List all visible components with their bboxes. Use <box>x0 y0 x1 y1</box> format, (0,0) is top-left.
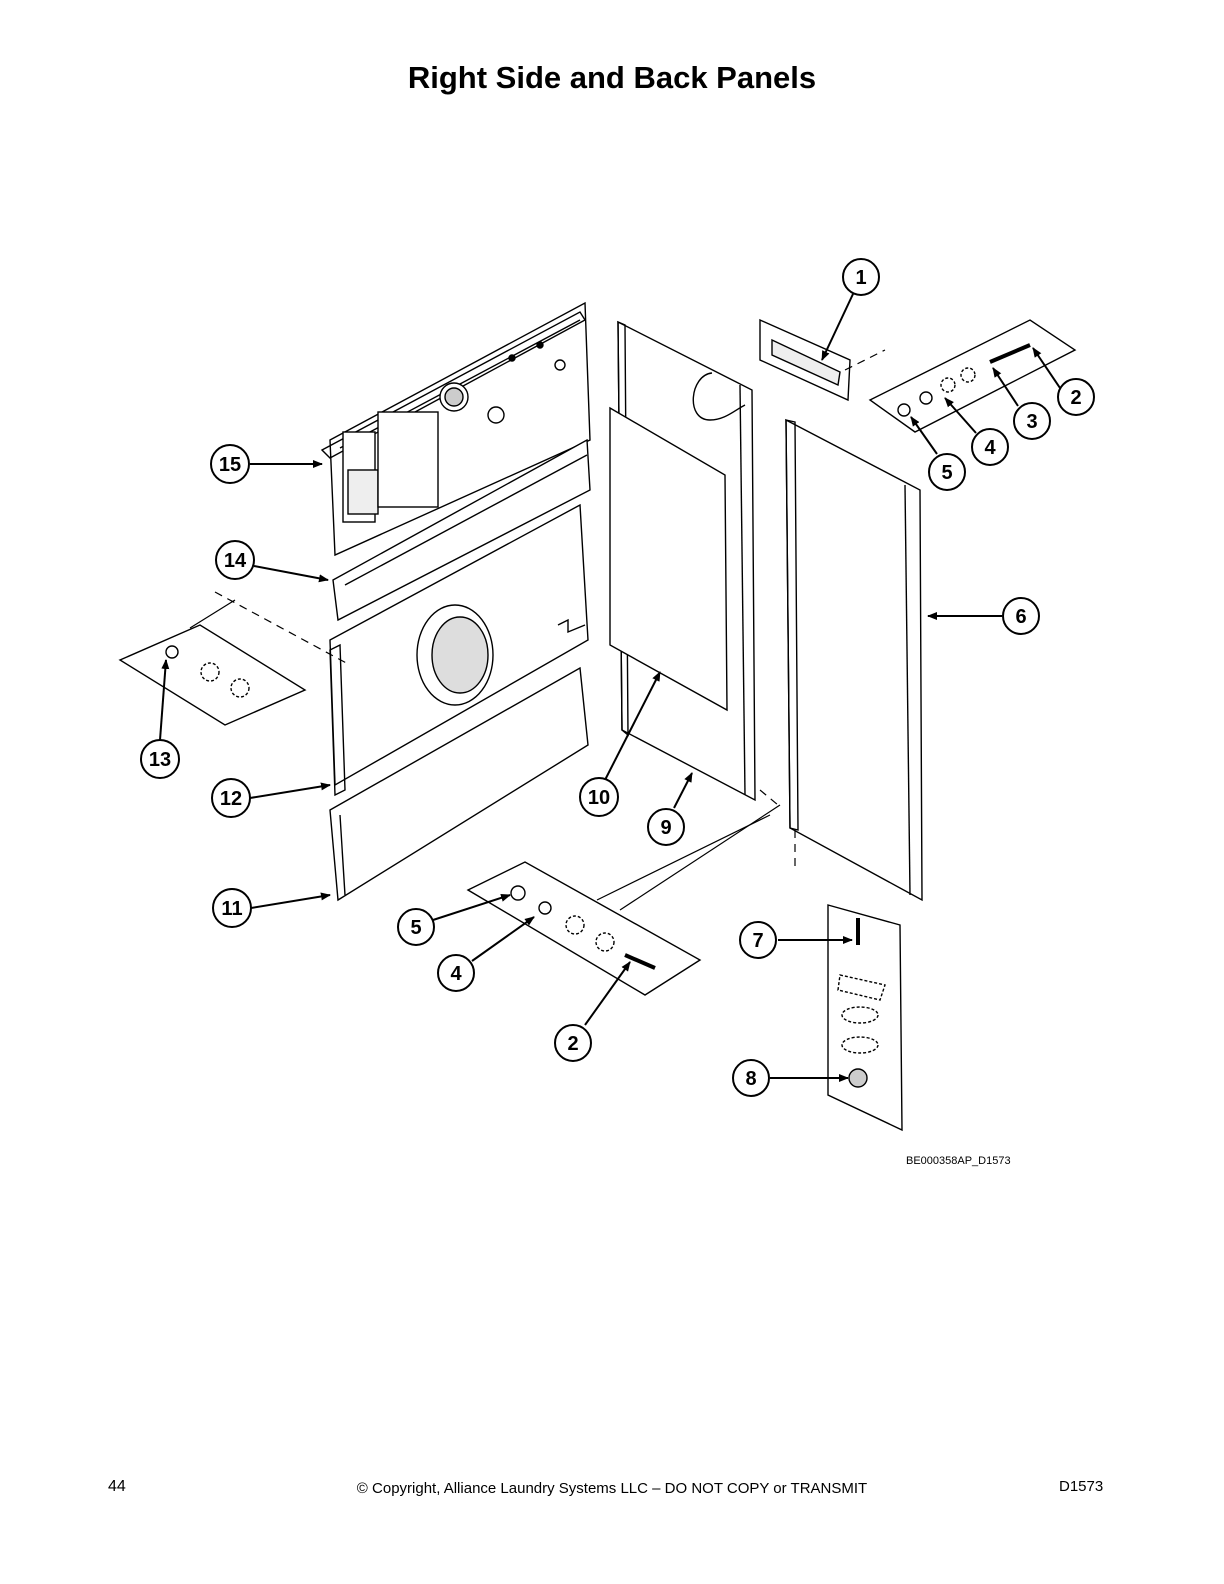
copyright-notice: © Copyright, Alliance Laundry Systems LL… <box>356 1480 868 1497</box>
label-1 <box>759 318 851 402</box>
insulation-panel-10 <box>609 406 728 712</box>
svg-text:12: 12 <box>220 788 242 810</box>
hardware-group-bottom-center <box>466 861 702 996</box>
callout-4-bottom: 4 <box>437 954 475 992</box>
panel-drawings <box>118 301 1077 1132</box>
svg-text:2: 2 <box>567 1033 578 1055</box>
center-back-panel-12 <box>329 503 589 797</box>
callout-2-bottom: 2 <box>554 1024 592 1062</box>
hardware-group-top-right <box>868 319 1077 433</box>
svg-text:4: 4 <box>450 963 462 985</box>
svg-text:9: 9 <box>660 817 671 839</box>
callout-8: 8 <box>732 1059 770 1097</box>
callout-6: 6 <box>1002 597 1040 635</box>
hardware-group-left <box>118 624 307 726</box>
callout-13: 13 <box>140 739 180 779</box>
svg-text:13: 13 <box>149 749 171 771</box>
svg-text:3: 3 <box>1026 411 1037 433</box>
callouts: 1 2 3 4 5 15 14 6 <box>140 258 1095 1097</box>
figure-id: BE000358AP_D1573 <box>906 1155 1011 1167</box>
leader-arrows <box>159 293 1061 1082</box>
callout-5-bottom: 5 <box>397 908 435 946</box>
svg-text:8: 8 <box>745 1068 756 1090</box>
document-code: D1573 <box>1059 1478 1104 1495</box>
svg-text:5: 5 <box>941 462 952 484</box>
svg-text:7: 7 <box>752 930 763 952</box>
callout-3: 3 <box>1013 402 1051 440</box>
callout-10: 10 <box>579 777 619 817</box>
upper-back-panel-15 <box>320 301 591 557</box>
page-number: 44 <box>108 1478 126 1495</box>
svg-text:5: 5 <box>410 917 421 939</box>
callout-12: 12 <box>211 778 251 818</box>
svg-text:1: 1 <box>855 267 866 289</box>
svg-text:10: 10 <box>588 787 610 809</box>
svg-text:4: 4 <box>984 437 996 459</box>
callout-4-top: 4 <box>971 428 1009 466</box>
callout-1: 1 <box>842 258 880 296</box>
callout-7: 7 <box>739 921 777 959</box>
callout-14: 14 <box>215 540 255 580</box>
callout-15: 15 <box>210 444 250 484</box>
page-title: Right Side and Back Panels <box>407 60 817 95</box>
right-side-panel-6 <box>785 418 923 902</box>
callout-2-top: 2 <box>1057 378 1095 416</box>
callout-5-top: 5 <box>928 453 966 491</box>
bottom-back-strip-11 <box>329 666 589 902</box>
svg-text:2: 2 <box>1070 387 1081 409</box>
svg-text:15: 15 <box>219 454 241 476</box>
back-strip-14 <box>332 438 591 622</box>
svg-text:11: 11 <box>221 898 242 920</box>
callout-9: 9 <box>647 808 685 846</box>
callout-11: 11 <box>212 888 252 928</box>
svg-text:14: 14 <box>224 550 247 572</box>
hardware-group-bottom-right <box>827 904 903 1132</box>
svg-text:6: 6 <box>1015 606 1026 628</box>
